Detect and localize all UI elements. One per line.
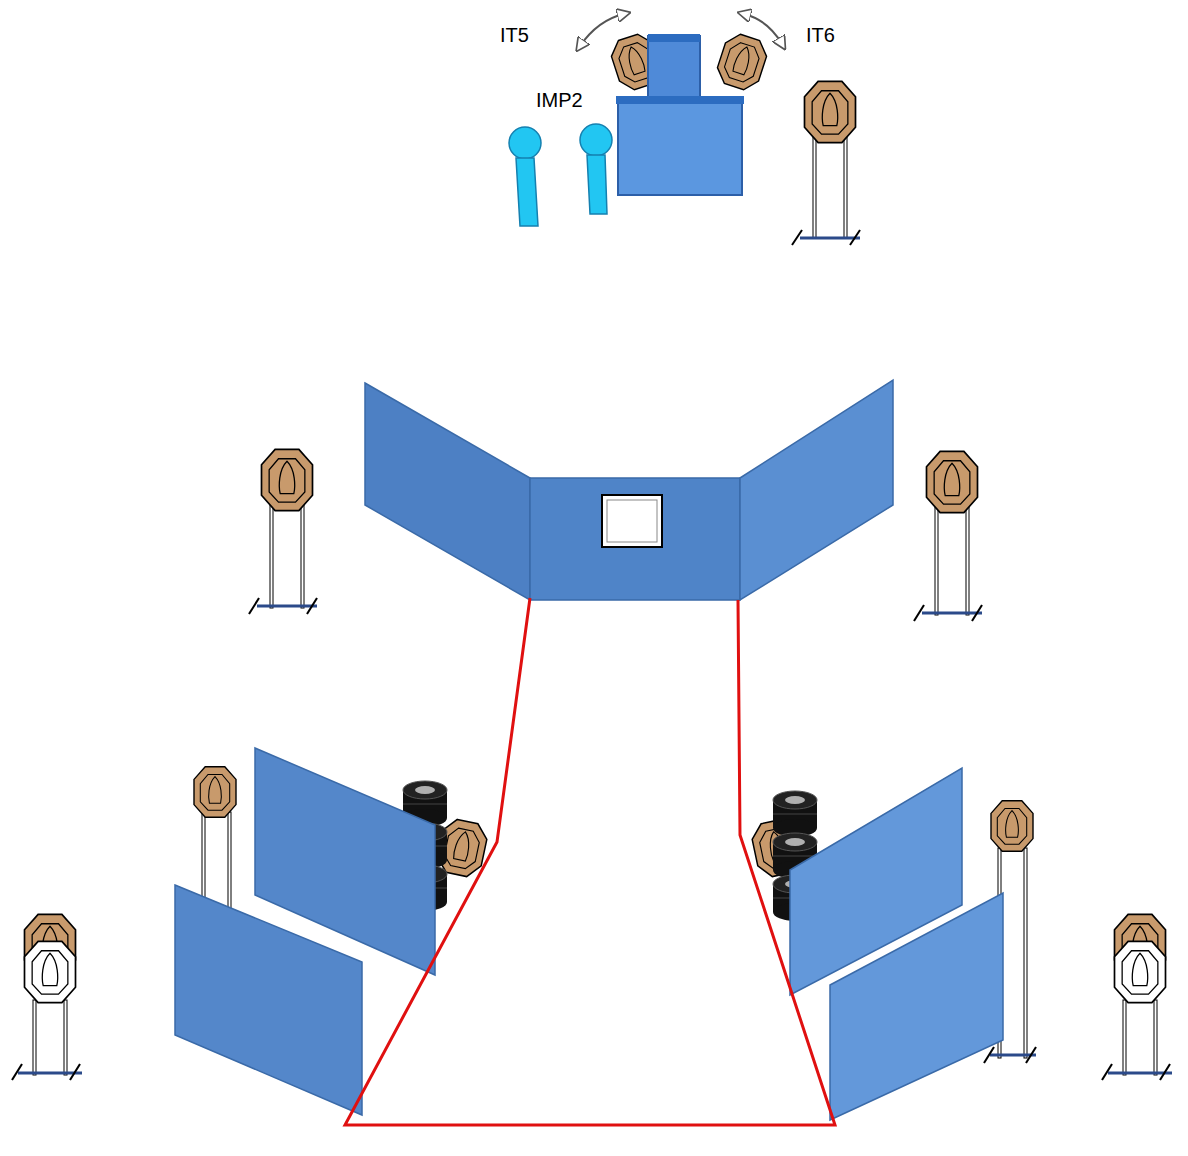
target-mechanism <box>616 34 744 195</box>
shooting-area <box>345 598 835 1125</box>
popper-label: IMP2 <box>536 89 583 111</box>
rotation-arrow <box>744 14 782 44</box>
wall <box>175 748 1003 1120</box>
target-label: IT6 <box>806 24 835 46</box>
rotation-arrow <box>580 14 624 46</box>
window <box>602 495 662 547</box>
target-label: IT5 <box>500 24 529 46</box>
wall <box>365 380 893 600</box>
popper <box>509 124 612 226</box>
